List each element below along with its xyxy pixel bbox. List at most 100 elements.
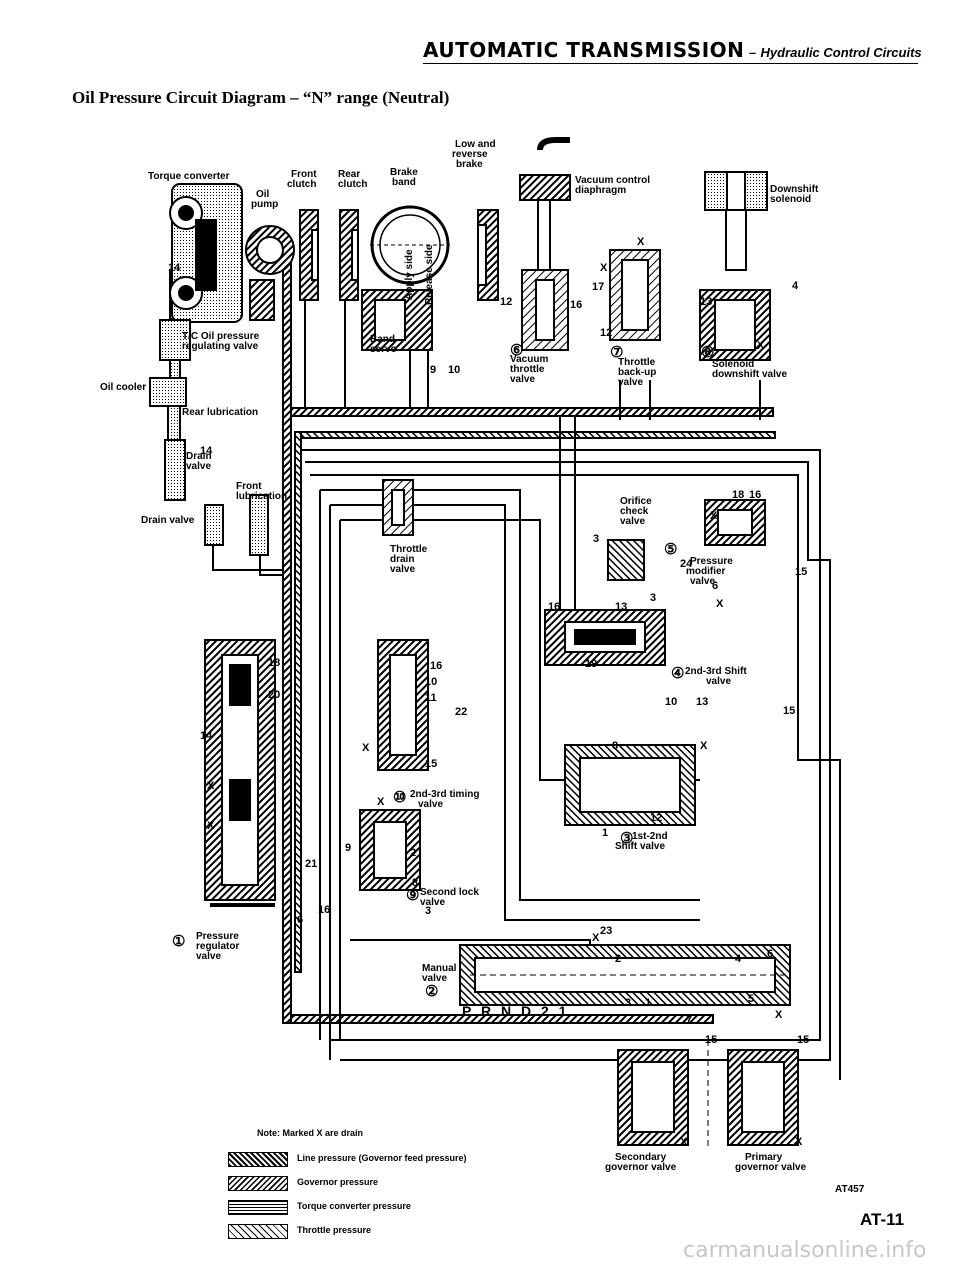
header-title: AUTOMATIC TRANSMISSION bbox=[423, 38, 745, 62]
port-number: 16 bbox=[318, 904, 331, 916]
figure-code: AT457 bbox=[835, 1184, 865, 1195]
downshift-solenoid bbox=[704, 171, 728, 211]
label-solenoid-downshift-1: Solenoid bbox=[712, 359, 755, 370]
label-throttle-backup-1: Throttle bbox=[618, 357, 656, 368]
drain-valve-outer bbox=[204, 504, 224, 546]
legend-swatch-line bbox=[228, 1152, 288, 1167]
port-number: 16 bbox=[570, 299, 583, 311]
label-pressure-modifier-1: Pressure bbox=[690, 556, 733, 567]
port-number: 3 bbox=[593, 533, 600, 545]
port-number: 10 bbox=[448, 364, 461, 376]
drain-mark: X bbox=[757, 340, 765, 352]
port-number: 15 bbox=[783, 705, 796, 717]
label-pressure-regulator-3: valve bbox=[196, 951, 222, 962]
label-tc-valve-1: T/C Oil pressure bbox=[182, 331, 260, 342]
port-number: 6 bbox=[767, 948, 774, 960]
port-number: 20 bbox=[268, 689, 281, 701]
port-number: 21 bbox=[305, 858, 318, 870]
drain-mark: X bbox=[207, 820, 215, 832]
label-downshift-solenoid-1: Downshift bbox=[770, 184, 819, 195]
port-number: 23 bbox=[600, 925, 613, 937]
port-number: 18 bbox=[732, 489, 745, 501]
line-pressure-riser-left bbox=[282, 249, 292, 1024]
page-header: AUTOMATIC TRANSMISSION – Hydraulic Contr… bbox=[423, 38, 922, 62]
valve-number-2: ② bbox=[425, 983, 439, 1000]
label-rear-clutch-2: clutch bbox=[338, 179, 368, 190]
label-throttle-drain-3: valve bbox=[390, 564, 416, 575]
legend-label: Governor pressure bbox=[297, 1177, 379, 1187]
label-throttle-drain-1: Throttle bbox=[390, 544, 428, 555]
port-number: 12 bbox=[650, 812, 663, 824]
valve-number-4: ④ bbox=[671, 665, 685, 682]
drain-mark: X bbox=[716, 598, 724, 610]
port-number: 12 bbox=[600, 327, 613, 339]
pressure-modifier-valve bbox=[607, 539, 645, 581]
label-low-reverse-1: Low and bbox=[455, 139, 496, 150]
legend-swatch-throttle bbox=[228, 1224, 288, 1239]
header-dash: – bbox=[748, 45, 757, 60]
label-secondary-governor-2: governor valve bbox=[605, 1162, 677, 1173]
port-number: 3 bbox=[625, 997, 632, 1009]
port-number: 13 bbox=[615, 601, 628, 613]
label-vacuum-control-1: Vacuum control bbox=[575, 175, 651, 186]
label-tc-valve-2: regulating valve bbox=[182, 341, 259, 352]
label-downshift-solenoid-2: solenoid bbox=[770, 194, 812, 205]
label-secondary-governor-1: Secondary bbox=[615, 1152, 667, 1163]
label-second-lock-2: valve bbox=[420, 897, 446, 908]
drain-mark: X bbox=[362, 742, 370, 754]
label-orifice-check-1: Orifice bbox=[620, 496, 652, 507]
label-vacuum-throttle-3: valve bbox=[510, 374, 536, 385]
port-number: 14 bbox=[200, 445, 213, 457]
label-range-positions: P R N D 2 1 bbox=[462, 1003, 570, 1019]
legend-label: Throttle pressure bbox=[297, 1225, 372, 1235]
port-number: 17 bbox=[592, 281, 605, 293]
port-number: 22 bbox=[455, 706, 468, 718]
label-front-lubrication-1: Front bbox=[236, 481, 262, 492]
valve-number-1: ① bbox=[172, 933, 186, 950]
label-apply-side: Apply side bbox=[404, 249, 415, 300]
label-pressure-modifier-3: valve bbox=[690, 576, 716, 587]
legend-swatch-governor bbox=[228, 1176, 288, 1191]
label-pressure-regulator-2: regulator bbox=[196, 941, 240, 952]
port-number: 16 bbox=[749, 489, 762, 501]
drain-mark: X bbox=[377, 796, 385, 808]
header-rule bbox=[423, 63, 918, 64]
drain-mark: X bbox=[600, 262, 608, 274]
label-orifice-check-2: check bbox=[620, 506, 649, 517]
line-pressure-trunk-top bbox=[282, 407, 774, 417]
port-number: 6 bbox=[712, 580, 719, 592]
port-number: 10 bbox=[425, 676, 438, 688]
label-front-clutch-1: Front bbox=[291, 169, 317, 180]
legend-label: Torque converter pressure bbox=[297, 1201, 411, 1211]
port-number: 18 bbox=[268, 657, 281, 669]
valve-number-7: ⑦ bbox=[610, 344, 624, 361]
label-pressure-modifier-2: modifier bbox=[686, 566, 726, 577]
port-number: 13 bbox=[696, 696, 709, 708]
port-number: 19 bbox=[585, 658, 598, 670]
label-drain-valve-inner-1: Drain bbox=[186, 451, 212, 462]
port-number: 11 bbox=[425, 692, 437, 704]
label-manual-valve-2: valve bbox=[422, 973, 448, 984]
port-number: 3 bbox=[425, 905, 432, 917]
port-number: 24 bbox=[680, 558, 693, 570]
label-throttle-backup-2: back-up bbox=[618, 367, 657, 378]
valve-number-3: ③ bbox=[620, 830, 634, 847]
label-manual-valve-1: Manual bbox=[422, 963, 457, 974]
port-number: 4 bbox=[735, 953, 742, 965]
label-vacuum-control-2: diaphragm bbox=[575, 185, 627, 196]
drain-mark: X bbox=[700, 740, 708, 752]
diagram-title: Oil Pressure Circuit Diagram – “N” range… bbox=[72, 88, 450, 107]
port-number: 1 bbox=[602, 827, 609, 839]
port-number: 14 bbox=[168, 262, 181, 274]
drain-mark: X bbox=[592, 932, 600, 944]
label-oil-pump-1: Oil bbox=[256, 189, 270, 200]
label-release-side: Release side bbox=[424, 244, 435, 305]
port-number: 15 bbox=[425, 758, 438, 770]
drain-mark: X bbox=[710, 510, 718, 522]
valve-number-9: ⑨ bbox=[406, 887, 420, 904]
legend-label: Line pressure (Governor feed pressure) bbox=[297, 1153, 467, 1163]
port-number: 15 bbox=[797, 1034, 810, 1046]
port-number: 7 bbox=[686, 1014, 693, 1026]
drain-mark: X bbox=[795, 1136, 803, 1148]
drain-mark: X bbox=[775, 1009, 783, 1021]
